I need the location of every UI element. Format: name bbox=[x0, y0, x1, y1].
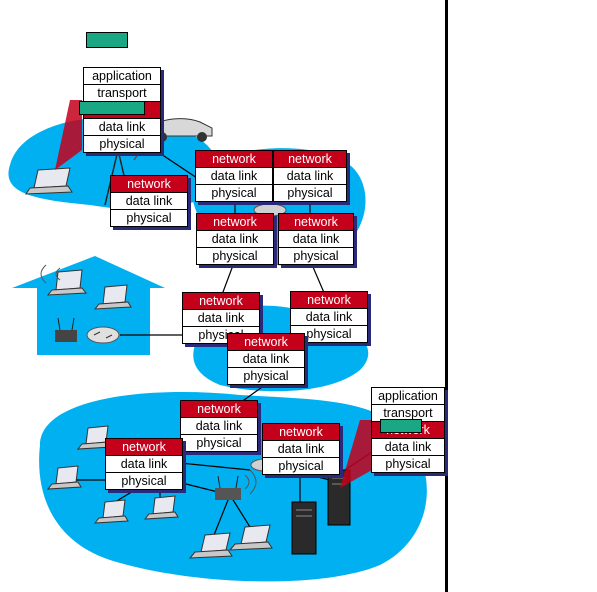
router-protocol-stack: network data link physical bbox=[227, 333, 305, 385]
layer-data-link: data link bbox=[228, 350, 304, 367]
layer-data-link: data link bbox=[197, 230, 273, 247]
slide-divider bbox=[445, 0, 448, 592]
layer-network: network bbox=[228, 334, 304, 350]
layer-data-link: data link bbox=[372, 438, 444, 455]
layer-transport: transport bbox=[372, 404, 444, 421]
server-icon bbox=[291, 469, 351, 555]
layer-network: network bbox=[106, 439, 182, 455]
layer-physical: physical bbox=[228, 367, 304, 384]
router-protocol-stack: network data link physical bbox=[262, 423, 340, 475]
packet bbox=[79, 101, 145, 115]
layer-data-link: data link bbox=[196, 167, 272, 184]
layer-transport: transport bbox=[84, 84, 160, 101]
wireless-access-point-icon bbox=[40, 264, 257, 500]
layer-data-link: data link bbox=[274, 167, 346, 184]
layer-network: network bbox=[274, 151, 346, 167]
router-protocol-stack: network data link physical bbox=[278, 213, 354, 265]
layer-physical: physical bbox=[84, 135, 160, 152]
router-protocol-stack: network data link physical bbox=[105, 438, 183, 490]
router-protocol-stack: network data link physical bbox=[290, 291, 368, 343]
layer-network: network bbox=[181, 401, 257, 417]
layer-physical: physical bbox=[372, 455, 444, 472]
stack-pointer-top-left bbox=[55, 100, 82, 170]
layer-data-link: data link bbox=[183, 309, 259, 326]
layer-data-link: data link bbox=[84, 118, 160, 135]
layer-data-link: data link bbox=[181, 417, 257, 434]
layer-physical: physical bbox=[181, 434, 257, 451]
layer-network: network bbox=[111, 176, 187, 192]
house-icon bbox=[12, 256, 165, 355]
layer-data-link: data link bbox=[279, 230, 353, 247]
layer-physical: physical bbox=[274, 184, 346, 201]
layer-physical: physical bbox=[263, 457, 339, 474]
router-protocol-stack: network data link physical bbox=[273, 150, 347, 202]
stack-pointer-right bbox=[340, 420, 372, 488]
layer-application: application bbox=[84, 68, 160, 84]
layer-physical: physical bbox=[197, 247, 273, 264]
layer-physical: physical bbox=[291, 325, 367, 342]
layer-network: network bbox=[291, 292, 367, 308]
router-protocol-stack: network data link physical bbox=[195, 150, 273, 202]
layer-data-link: data link bbox=[291, 308, 367, 325]
router-protocol-stack: network data link physical bbox=[110, 175, 188, 227]
router-protocol-stack: network data link physical bbox=[196, 213, 274, 265]
layer-data-link: data link bbox=[111, 192, 187, 209]
router-protocol-stack: network data link physical bbox=[180, 400, 258, 452]
layer-data-link: data link bbox=[263, 440, 339, 457]
packet bbox=[86, 32, 128, 48]
layer-physical: physical bbox=[196, 184, 272, 201]
layer-physical: physical bbox=[111, 209, 187, 226]
layer-network: network bbox=[196, 151, 272, 167]
layer-physical: physical bbox=[106, 472, 182, 489]
layer-physical: physical bbox=[279, 247, 353, 264]
layer-application: application bbox=[372, 388, 444, 404]
layer-network: network bbox=[279, 214, 353, 230]
router-protocol-stack: network data link physical bbox=[182, 292, 260, 344]
layer-network: network bbox=[263, 424, 339, 440]
packet bbox=[380, 419, 422, 433]
layer-network: network bbox=[197, 214, 273, 230]
layer-data-link: data link bbox=[106, 455, 182, 472]
layer-network: network bbox=[183, 293, 259, 309]
